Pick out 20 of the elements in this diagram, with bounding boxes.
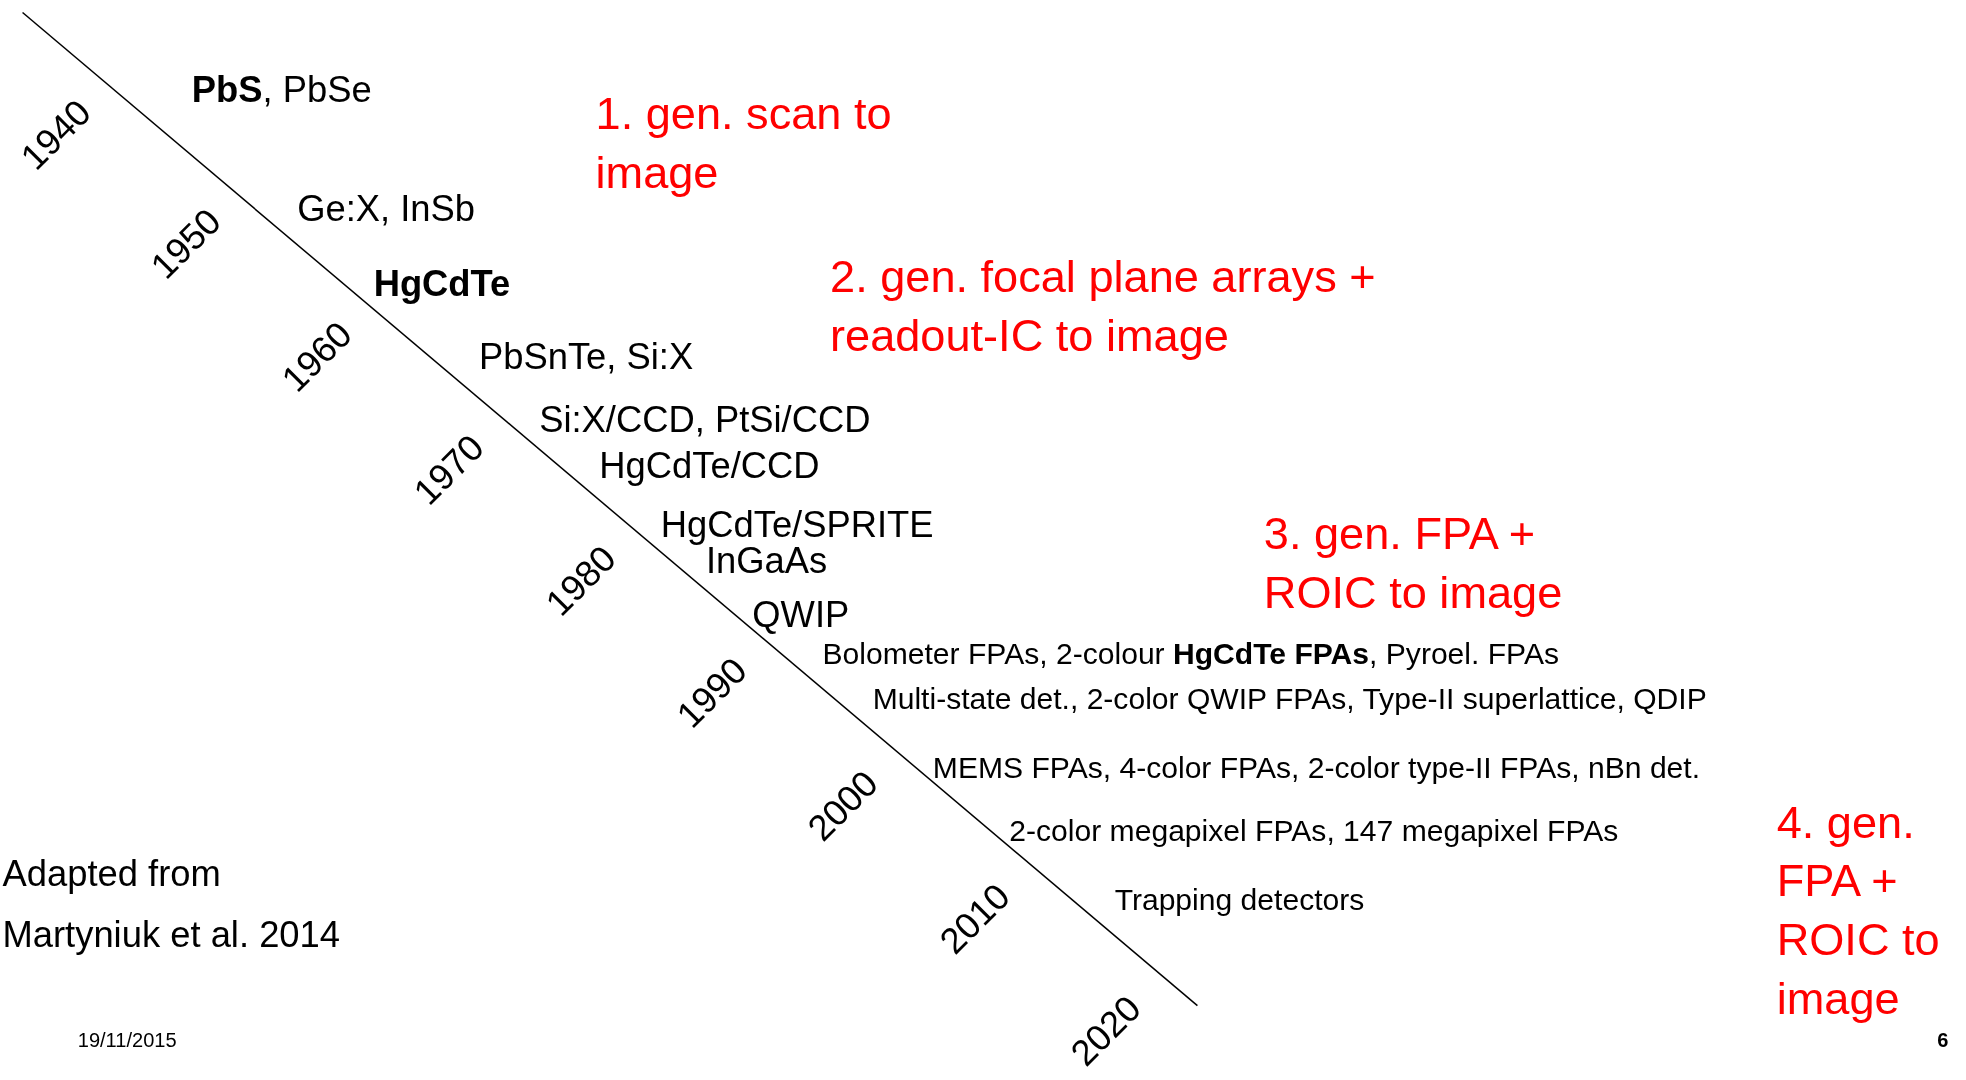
detector-label: Si:X/CCD, PtSi/CCD <box>539 398 871 441</box>
generation-note: 2. gen. focal plane arrays + readout-IC to image <box>830 250 1377 363</box>
detector-label: Bolometer FPAs, 2-colour HgCdTe FPAs, Pyroel. FPAs <box>822 636 1560 672</box>
date-label: 19/11/2015 <box>77 1029 177 1053</box>
detector-label: QWIP <box>752 594 850 637</box>
source-note: Adapted from <box>2 852 221 895</box>
detector-label: HgCdTe <box>373 263 511 306</box>
generation-note: 3. gen. FPA + ROIC to image <box>1263 507 1564 620</box>
detector-label: Ge:X, InSb <box>297 188 475 230</box>
detector-label: Multi-state det., 2-color QWIP FPAs, Type-II superlattice, QDIP <box>872 682 1707 717</box>
generation-note: 1. gen. scan to image <box>595 87 893 200</box>
detector-label: PbSnTe, Si:X <box>478 336 694 378</box>
source-note: Martyniuk et al. 2014 <box>2 914 340 956</box>
detector-label: HgCdTe/CCD <box>599 445 820 487</box>
generation-note: 4. gen. FPA + ROIC to image <box>1776 795 1941 1026</box>
page-number: 6 <box>1937 1029 1949 1053</box>
detector-label: MEMS FPAs, 4-color FPAs, 2-color type-II FPAs, nBn det. <box>932 751 1701 786</box>
detector-label: Trapping detectors <box>1114 882 1365 918</box>
detector-label: PbS, PbSe <box>191 68 372 111</box>
detector-label: 2-color megapixel FPAs, 147 megapixel FPAs <box>1009 813 1619 849</box>
